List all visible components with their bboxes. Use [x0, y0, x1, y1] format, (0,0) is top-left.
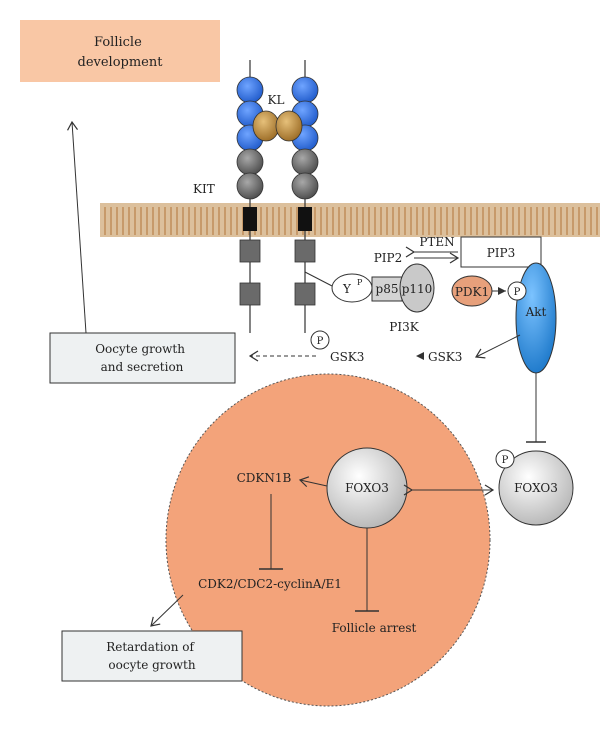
follicle-development-box: Follicle development [20, 20, 220, 82]
nucleus [165, 373, 491, 707]
gsk3-phosphate [310, 330, 330, 350]
pten-label: PTEN [419, 235, 454, 249]
foxo3-cytoplasmic-label: FOXO3 [514, 481, 558, 495]
p110-label: p110 [402, 282, 433, 296]
akt-phosphate [507, 281, 527, 301]
kit-label: KIT [193, 182, 215, 196]
follicle-development-label: Follicle development [78, 35, 164, 70]
receptor-to-y-connector [304, 271, 335, 288]
kit-transmembrane-right [298, 207, 312, 231]
cdk2-label: CDK2/CDC2-cyclinA/E1 [198, 577, 342, 591]
akt-phosphate-label: P [514, 287, 521, 298]
akt-label: Akt [525, 305, 547, 319]
oocyte-growth-label: Oocyte growth and secretion [95, 342, 189, 374]
follicle-arrest-label: Follicle arrest [332, 621, 417, 635]
cdkn1b-label: CDKN1B [237, 471, 292, 485]
gsk3-arrowhead [416, 352, 424, 360]
gsk3-label: GSK3 [428, 350, 462, 364]
pip3-box [460, 236, 542, 268]
phospho-gsk3-label: GSK3 [330, 350, 364, 364]
y-label: Y [342, 282, 352, 296]
cell-membrane [100, 203, 600, 237]
pdk1-label: PDK1 [455, 285, 489, 299]
arrow-to-follicle-development [67, 120, 87, 334]
p85-subunit [371, 276, 403, 302]
cdk2-to-retardation-arrow [150, 594, 184, 627]
foxo3-to-cdkn1b-arrow [298, 476, 328, 488]
akt-to-gsk3-arrow [474, 334, 521, 359]
kit-kinase-domains [239, 239, 316, 306]
pi3k-label: PI3K [389, 320, 419, 334]
foxo3-phosphate [495, 449, 515, 469]
phospho-tyrosine [331, 273, 373, 303]
retardation-label: Retardation of oocyte growth [106, 640, 198, 672]
retardation-box: Retardation of oocyte growth [61, 630, 243, 682]
foxo3-cytoplasmic [498, 450, 574, 526]
kit-extracellular-domains [236, 76, 319, 200]
p85-label: p85 [376, 282, 399, 296]
p110-subunit [399, 263, 435, 313]
y-superscript: P [357, 278, 363, 287]
pip3-label: PIP3 [487, 246, 516, 260]
foxo3-nuclear-label: FOXO3 [345, 481, 389, 495]
pip2-label: PIP2 [374, 251, 403, 265]
oocyte-growth-box: Oocyte growth and secretion [49, 332, 236, 384]
kl-ligand [252, 110, 303, 142]
kl-label: KL [268, 93, 285, 107]
foxo3-phosphate-label: P [502, 455, 509, 466]
gsk3-phosphate-label: P [317, 336, 324, 347]
kit-transmembrane-left [243, 207, 257, 231]
